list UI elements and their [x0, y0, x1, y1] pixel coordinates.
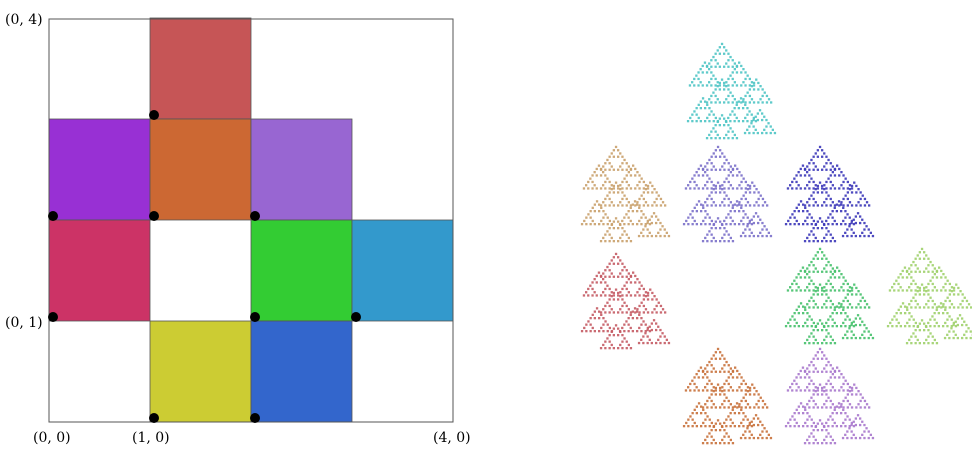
point-7 — [149, 413, 159, 423]
tile-purple — [49, 119, 150, 220]
cluster-rose — [581, 253, 670, 349]
tile-crimson — [49, 220, 150, 321]
tile-blue — [251, 321, 352, 422]
point-8 — [250, 413, 260, 423]
tile-lavender — [251, 119, 352, 220]
cluster-orange — [683, 348, 772, 445]
point-0 — [149, 110, 159, 120]
label-y4: (0, 4) — [5, 12, 43, 28]
tile-yellow — [150, 321, 251, 422]
tile-cyan — [352, 220, 453, 321]
cluster-navy — [785, 146, 874, 243]
label-x4: (4, 0) — [433, 430, 471, 446]
point-1 — [48, 211, 58, 221]
cluster-cyan — [687, 43, 776, 140]
cluster-tan — [581, 146, 670, 243]
tiles-layer — [49, 18, 453, 422]
fractal-diagram — [581, 43, 972, 445]
label-x1: (1, 0) — [132, 430, 170, 446]
tile-diagram: (0, 0) (1, 0) (4, 0) (0, 1) (0, 4) — [5, 12, 471, 446]
point-4 — [48, 312, 58, 322]
point-3 — [250, 211, 260, 221]
point-5 — [250, 312, 260, 322]
tile-red-top — [150, 18, 251, 119]
cluster-green — [785, 248, 874, 344]
cluster-lavender — [683, 146, 772, 243]
point-2 — [149, 211, 159, 221]
cluster-purple — [785, 348, 874, 445]
point-6 — [351, 312, 361, 322]
cluster-lightgreen — [887, 248, 972, 344]
label-y1: (0, 1) — [5, 315, 43, 331]
label-origin: (0, 0) — [33, 430, 71, 446]
tile-green — [251, 220, 352, 321]
tile-orange — [150, 119, 251, 220]
